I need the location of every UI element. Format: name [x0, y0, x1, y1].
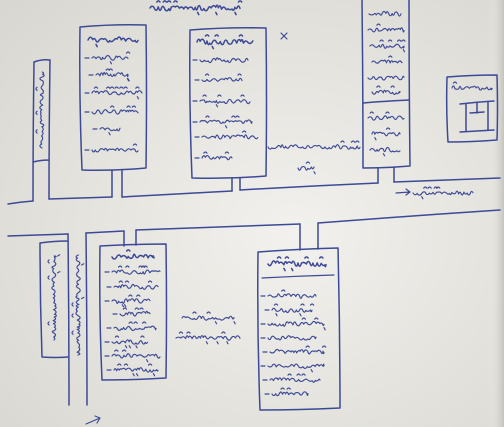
box-handwriting — [367, 10, 406, 157]
handwritten-line — [369, 146, 401, 157]
box-outline — [361, 0, 411, 169]
box-outline — [445, 74, 499, 143]
title-handwriting — [149, 0, 243, 16]
handwritten-line — [199, 94, 251, 108]
ink-drawing — [7, 0, 501, 425]
handwritten-heading — [267, 256, 327, 272]
handwritten-line — [91, 105, 139, 115]
handwritten-line — [71, 254, 85, 356]
box-upper-center — [189, 27, 288, 192]
vertical-strip-upper-left — [32, 59, 51, 202]
handwritten-line — [267, 363, 325, 373]
box-handwriting — [47, 254, 61, 341]
box-connector — [123, 229, 137, 247]
center-handwriting — [175, 311, 241, 345]
road-edge-upper — [7, 177, 501, 205]
handwritten-line — [371, 127, 401, 141]
handwritten-line — [201, 151, 233, 161]
box-landmark — [445, 74, 499, 143]
handwritten-line — [297, 161, 316, 175]
strip-handwriting — [35, 71, 45, 149]
box-lower-center-right — [257, 222, 341, 411]
box-upper-left — [79, 24, 148, 198]
handwritten-line — [91, 143, 139, 153]
handwritten-line — [113, 363, 159, 377]
handwritten-line — [369, 39, 406, 53]
handwritten-line — [111, 335, 149, 349]
arrow-icon — [85, 415, 101, 425]
handwritten-line — [99, 127, 121, 136]
handwritten-line — [47, 254, 61, 341]
handwritten-line — [367, 111, 405, 121]
main-road — [7, 177, 501, 237]
handwritten-line — [35, 71, 45, 149]
side-road-lower-left — [67, 232, 88, 406]
handwritten-heading — [87, 36, 139, 48]
box-handwriting — [104, 249, 161, 377]
box-outline — [99, 243, 168, 381]
handwritten-line — [267, 317, 326, 331]
handwritten-heading — [196, 34, 254, 50]
handwritten-line — [367, 23, 405, 33]
handwritten-line — [181, 311, 236, 325]
handwritten-line — [371, 55, 403, 64]
box-connector — [377, 166, 395, 184]
handwritten-line — [269, 373, 321, 383]
heading-underline — [261, 274, 335, 279]
handwritten-heading — [149, 0, 243, 16]
road-edge-lower — [7, 209, 501, 237]
handwritten-line — [113, 321, 157, 332]
handwritten-line — [368, 10, 402, 17]
handwritten-line — [175, 331, 241, 345]
handwritten-line — [111, 294, 151, 308]
road-edge — [67, 232, 88, 406]
box-outline — [79, 24, 148, 171]
building-icon — [459, 100, 495, 133]
box-connector — [231, 177, 241, 192]
handwritten-line — [267, 335, 317, 341]
handwritten-line — [267, 140, 361, 150]
handwritten-line — [271, 303, 315, 317]
handwritten-line — [91, 86, 143, 100]
handwritten-line — [111, 265, 161, 275]
box-handwriting — [260, 256, 327, 397]
handwritten-line — [267, 289, 317, 299]
road-label-handwriting — [267, 140, 361, 175]
box-upper-right — [361, 0, 411, 184]
handwritten-line — [367, 75, 405, 81]
handwritten-line — [201, 130, 259, 140]
asterisk-icon — [280, 32, 288, 40]
box-handwriting — [451, 81, 493, 91]
handwritten-heading — [111, 249, 155, 260]
handwritten-line — [113, 280, 159, 290]
box-connector — [111, 169, 123, 198]
box-handwriting — [84, 36, 143, 153]
box-outline — [39, 240, 69, 359]
road-label-handwriting — [71, 254, 85, 356]
handwritten-line — [451, 81, 493, 91]
box-outline — [189, 27, 268, 179]
handwritten-line — [201, 73, 243, 82]
paper-edge-shadow — [488, 0, 504, 427]
handwritten-line — [412, 186, 474, 200]
box-lower-left — [39, 240, 69, 359]
road-label-handwriting — [412, 186, 474, 200]
handwritten-line — [371, 85, 401, 95]
handwritten-line — [111, 349, 161, 363]
box-lower-center-left — [99, 229, 168, 381]
box-handwriting — [192, 34, 259, 161]
handwritten-line — [199, 57, 249, 64]
handwritten-line — [271, 387, 309, 397]
handwritten-line — [95, 68, 130, 82]
handwritten-line — [119, 307, 151, 317]
handwritten-line — [269, 345, 327, 355]
strip-outline — [32, 59, 51, 202]
box-outline — [257, 247, 341, 411]
handwritten-line — [91, 51, 131, 65]
box-connector — [299, 222, 319, 251]
arrow-icon — [395, 188, 411, 196]
handwritten-line — [199, 115, 253, 129]
